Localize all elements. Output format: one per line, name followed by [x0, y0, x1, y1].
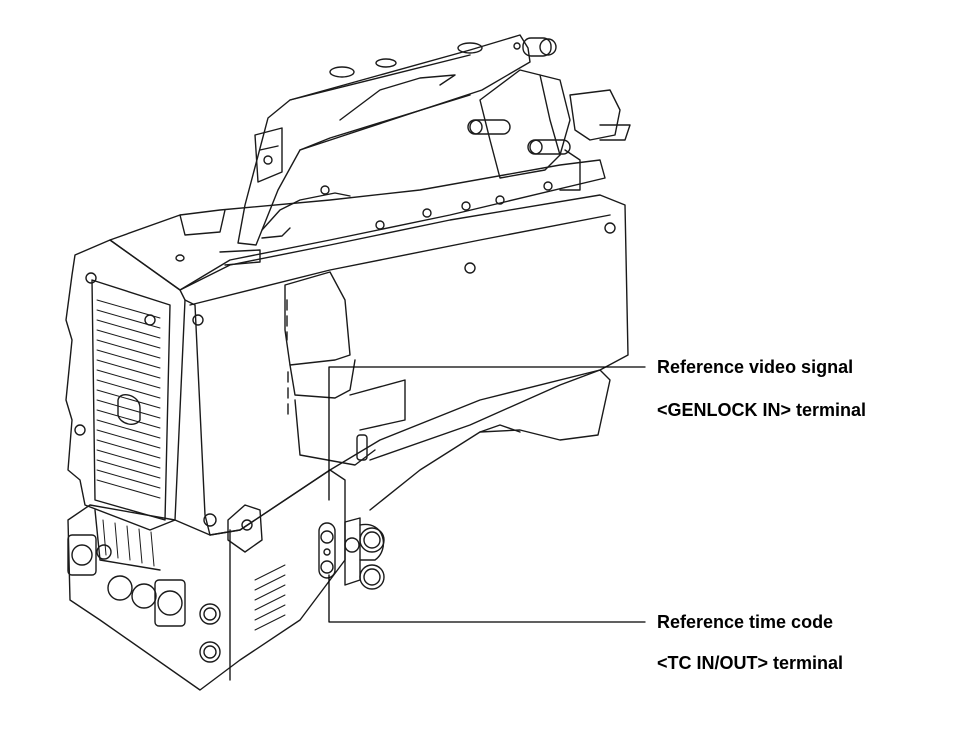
battery-mount: [65, 239, 186, 531]
heat-sink-fins: [96, 299, 161, 499]
terminal-cluster: [318, 517, 385, 590]
carrying-handle: [237, 34, 571, 246]
top-deck: [109, 159, 606, 291]
tc-leader-line: [328, 574, 646, 623]
genlock-callout-line1: Reference video signal: [657, 357, 854, 377]
camera-body: [179, 194, 629, 536]
tc-callout-line1: Reference time code: [657, 612, 834, 632]
tc-connector: [320, 560, 334, 574]
front-mount: [467, 37, 631, 191]
callout-leaders: [328, 366, 646, 623]
genlock-connector: [320, 530, 334, 544]
genlock-leader-line: [328, 366, 646, 501]
genlock-callout-line2: <GENLOCK IN> terminal: [657, 400, 867, 420]
shoulder-pad: [369, 369, 611, 511]
connector-panel: [67, 469, 346, 691]
tc-callout-line2: <TC IN/OUT> terminal: [657, 653, 844, 673]
